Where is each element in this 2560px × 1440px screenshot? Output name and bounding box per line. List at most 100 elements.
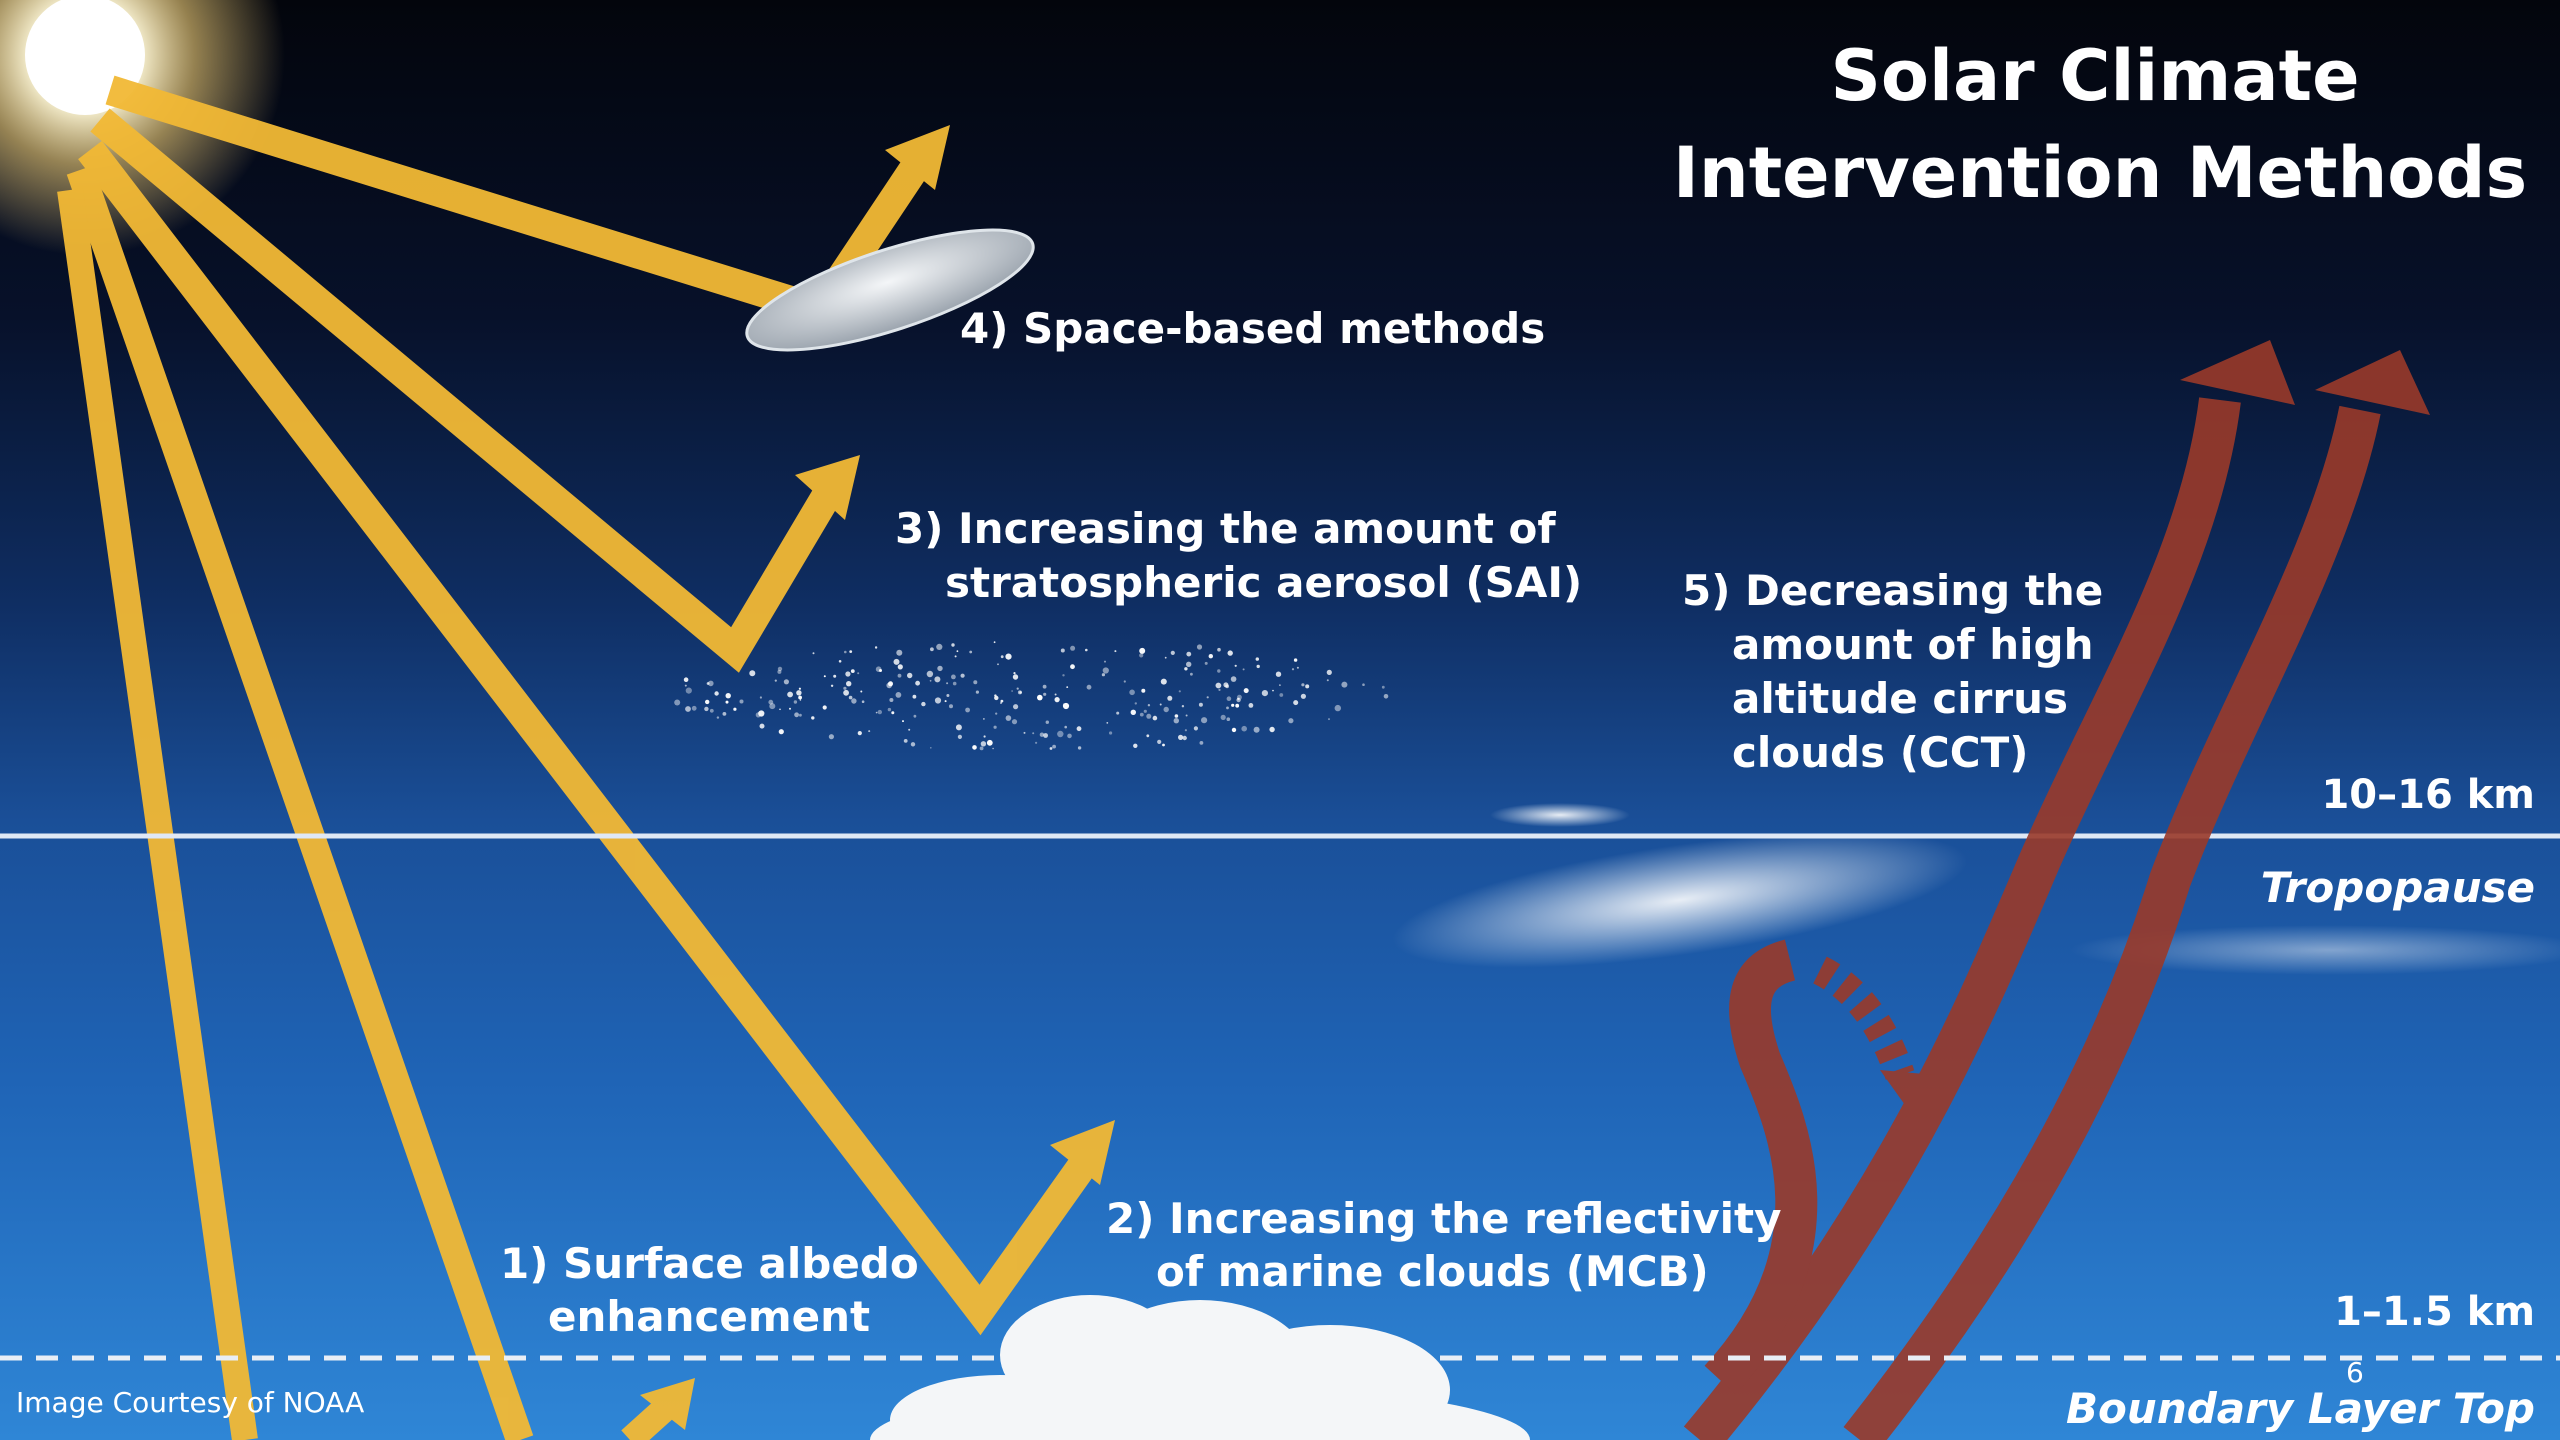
aerosol-particle <box>822 705 827 710</box>
aerosol-particle <box>783 679 790 685</box>
aerosol-particle <box>843 689 849 696</box>
aerosol-particle <box>844 650 847 654</box>
aerosol-particle <box>1141 688 1146 693</box>
boundary-layer-label: Boundary Layer Top <box>2066 1384 2535 1433</box>
aerosol-particle <box>705 699 710 705</box>
aerosol-particle <box>1000 699 1004 703</box>
method-2-label-line-2: of marine clouds (MCB) <box>1156 1247 1709 1296</box>
aerosol-particle <box>979 746 984 751</box>
aerosol-particle <box>833 674 837 678</box>
aerosol-cloud-icon <box>674 641 1389 751</box>
aerosol-particle <box>1123 680 1126 683</box>
aerosol-particle <box>1129 689 1135 696</box>
aerosol-particle <box>874 646 878 649</box>
heat-arrow-icon <box>1683 340 2430 1440</box>
aerosol-particle <box>1334 704 1342 712</box>
aerosol-particle <box>1146 734 1150 738</box>
method-5-label-line-3: altitude cirrus <box>1732 674 2068 723</box>
aerosol-particle <box>714 691 719 696</box>
aerosol-particle <box>1231 727 1237 733</box>
aerosol-particle <box>891 711 895 715</box>
aerosol-particle <box>951 674 956 680</box>
aerosol-particle <box>778 729 784 735</box>
aerosol-particle <box>1185 714 1188 717</box>
aerosol-particle <box>1235 703 1240 708</box>
aerosol-particle <box>929 679 932 682</box>
method-3-label-line-2: stratospheric aerosol (SAI) <box>945 558 1582 607</box>
aerosol-particle <box>879 669 882 672</box>
aerosol-particle <box>811 716 815 720</box>
aerosol-particle <box>1241 725 1247 732</box>
title-line-1: Solar Climate <box>1830 35 2359 117</box>
aerosol-particle <box>1237 697 1240 701</box>
aerosol-particle <box>708 680 714 687</box>
aerosol-particle <box>796 690 802 696</box>
aerosol-particle <box>685 687 692 694</box>
aerosol-particle <box>1227 650 1233 656</box>
aerosol-particle <box>1043 692 1047 696</box>
aerosol-particle <box>1215 682 1222 689</box>
aerosol-particle <box>1011 690 1013 692</box>
aerosol-particle <box>965 707 970 713</box>
aerosol-particle <box>952 681 957 686</box>
aerosol-particle <box>777 669 782 674</box>
aerosol-particle <box>1261 690 1268 697</box>
aerosol-particle <box>1060 648 1065 653</box>
aerosol-particle <box>768 699 774 705</box>
aerosol-particle <box>993 725 997 729</box>
beam-space-mirror-arrowhead <box>885 125 950 190</box>
aerosol-particle <box>1326 679 1329 682</box>
aerosol-particle <box>893 658 900 665</box>
aerosol-particle <box>1234 664 1237 667</box>
aerosol-particle <box>997 663 999 666</box>
aerosol-particle <box>1226 696 1232 701</box>
beam-surface-arrowhead <box>640 1378 695 1430</box>
aerosol-particle <box>1204 661 1208 665</box>
aerosol-particle <box>1042 684 1047 689</box>
aerosol-particle <box>1167 695 1173 701</box>
aerosol-particle <box>1230 676 1237 682</box>
aerosol-particle <box>725 700 729 704</box>
aerosol-particle <box>1052 744 1056 749</box>
aerosol-particle <box>972 745 977 750</box>
aerosol-particle <box>875 711 878 714</box>
aerosol-particle <box>769 703 776 710</box>
tropopause-label: Tropopause <box>2261 863 2535 912</box>
aerosol-particle <box>1005 653 1012 660</box>
aerosol-particle <box>1220 714 1226 721</box>
aerosol-particle <box>1193 726 1198 731</box>
aerosol-particle <box>1279 693 1284 697</box>
aerosol-particle <box>1381 685 1385 689</box>
aerosol-particle <box>823 675 826 678</box>
aerosol-particle <box>895 692 902 698</box>
aerosol-particle <box>1054 693 1057 696</box>
aerosol-particle <box>777 666 783 672</box>
space-mirror-icon <box>745 228 1035 352</box>
heat-arrow-2 <box>1843 405 2381 1440</box>
aerosol-particle <box>975 690 980 694</box>
aerosol-particle <box>1301 683 1305 687</box>
heat-arrow-3-head <box>1880 1070 1935 1105</box>
aerosol-particle <box>1114 650 1117 653</box>
aerosol-particle <box>1242 668 1245 671</box>
beam-marine-cloud <box>78 140 1103 1336</box>
aerosol-particle <box>684 684 687 687</box>
aerosol-particle <box>1162 743 1165 747</box>
aerosol-particle <box>1077 746 1082 750</box>
aerosol-particle <box>799 699 802 701</box>
aerosol-particle <box>1037 694 1043 701</box>
aerosol-particle <box>1116 711 1120 715</box>
aerosol-particle <box>1196 644 1203 650</box>
aerosol-particle <box>1011 719 1018 725</box>
aerosol-particle <box>1186 661 1192 667</box>
method-2-label-line-1: 2) Increasing the reflectivity <box>1106 1194 1782 1243</box>
beam-surface-2 <box>57 188 258 1440</box>
aerosol-particle <box>1016 687 1019 690</box>
aerosol-particle <box>1296 666 1299 669</box>
method-5-label-line-4: clouds (CCT) <box>1732 728 2028 777</box>
aerosol-particle <box>1139 647 1146 654</box>
aerosol-particle <box>1226 717 1231 721</box>
aerosol-particle <box>1174 714 1179 718</box>
aerosol-particle <box>794 712 799 718</box>
